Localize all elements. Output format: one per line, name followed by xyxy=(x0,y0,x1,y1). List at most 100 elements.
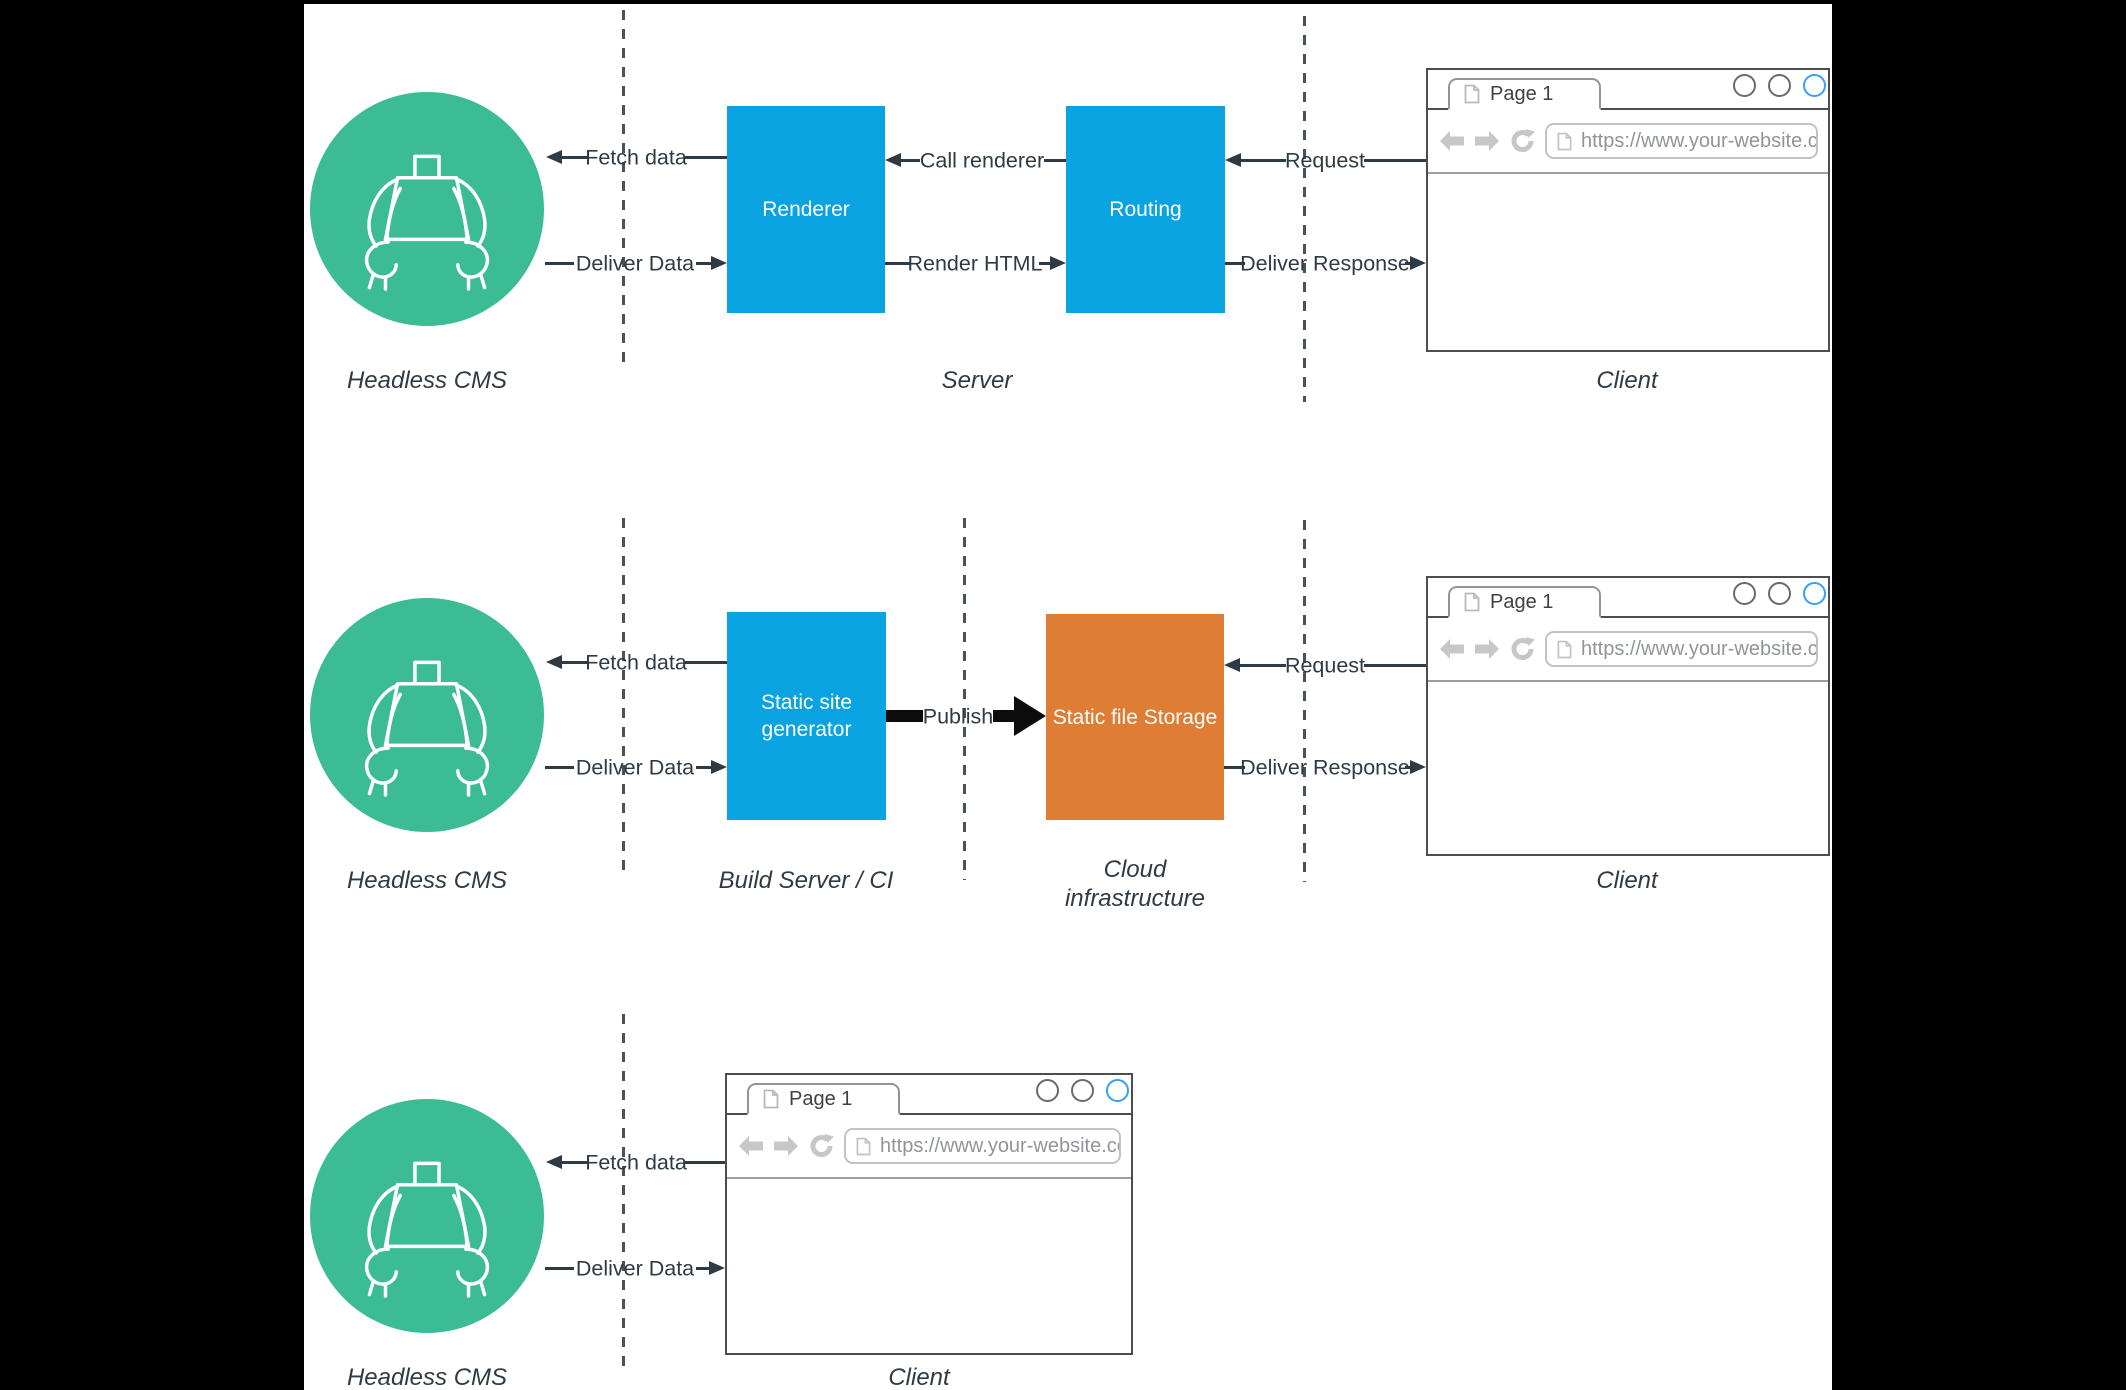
window-button-icon[interactable] xyxy=(1071,1079,1094,1102)
arrow-label: Deliver Data xyxy=(575,1256,695,1281)
caption-headless-cms: Headless CMS xyxy=(346,367,508,394)
tab-label: Page 1 xyxy=(1490,590,1554,613)
arrow-fetch-data-row1 xyxy=(546,150,727,164)
client-browser-row3: Page 1 https://www.your-website.com xyxy=(725,1073,1133,1355)
arrow-label: Fetch data xyxy=(585,650,687,675)
refresh-icon[interactable] xyxy=(1510,128,1536,154)
separator-row1-server-client xyxy=(1303,16,1306,402)
browser-tab[interactable]: Page 1 xyxy=(1448,586,1601,618)
arrow-label: Deliver Response xyxy=(1240,755,1410,780)
arrow-deliver-response-row1 xyxy=(1225,256,1426,270)
arrow-deliver-response-row2 xyxy=(1224,760,1426,774)
tab-label: Page 1 xyxy=(789,1087,853,1110)
client-browser-row2: Page 1 https://www.your-website.com xyxy=(1426,576,1830,856)
back-icon[interactable] xyxy=(737,1134,764,1158)
static-file-storage-box: Static file Storage xyxy=(1046,614,1224,820)
separator-row2-cloud-client xyxy=(1303,520,1306,882)
forward-icon[interactable] xyxy=(1474,129,1501,153)
arrow-call-renderer xyxy=(885,153,1066,167)
ssg-label-line1: Static site xyxy=(760,691,853,714)
window-buttons xyxy=(1036,1079,1129,1102)
page-icon xyxy=(763,1089,779,1109)
url-bar[interactable]: https://www.your-website.com xyxy=(1545,123,1818,159)
lego-torso-icon xyxy=(364,1161,490,1298)
window-button-icon[interactable] xyxy=(1733,582,1756,605)
arrow-label: Fetch data xyxy=(585,1150,687,1175)
storage-label: Static file Storage xyxy=(1052,705,1218,729)
window-button-blue-icon[interactable] xyxy=(1803,74,1826,97)
window-button-icon[interactable] xyxy=(1733,74,1756,97)
browser-tab-bar: Page 1 xyxy=(1428,70,1828,110)
window-button-blue-icon[interactable] xyxy=(1106,1079,1129,1102)
back-icon[interactable] xyxy=(1438,637,1465,661)
routing-label: Routing xyxy=(1109,198,1182,221)
page-icon xyxy=(1557,640,1572,658)
forward-icon[interactable] xyxy=(773,1134,800,1158)
headless-cms-node xyxy=(310,92,544,326)
ssg-label-line2: generator xyxy=(761,718,852,741)
forward-icon[interactable] xyxy=(1474,637,1501,661)
arrow-label: Fetch data xyxy=(585,145,687,170)
arrow-label: Deliver Response xyxy=(1240,251,1410,276)
arrow-request-row2 xyxy=(1224,658,1426,672)
browser-tab[interactable]: Page 1 xyxy=(1448,78,1601,110)
url-bar[interactable]: https://www.your-website.com xyxy=(844,1128,1121,1164)
caption-client: Client xyxy=(1596,867,1658,894)
arrow-request-row1 xyxy=(1225,153,1426,167)
arrow-publish xyxy=(886,696,1046,736)
browser-content xyxy=(1428,174,1828,350)
browser-tab-bar: Page 1 xyxy=(727,1075,1131,1115)
refresh-icon[interactable] xyxy=(809,1133,835,1159)
lego-torso-icon xyxy=(364,660,490,797)
arrow-deliver-data-row2 xyxy=(545,760,727,774)
window-button-icon[interactable] xyxy=(1768,582,1791,605)
window-button-icon[interactable] xyxy=(1768,74,1791,97)
url-text: https://www.your-website.com xyxy=(1581,637,1818,660)
url-text: https://www.your-website.com xyxy=(880,1134,1121,1157)
renderer-label: Renderer xyxy=(762,198,850,221)
caption-headless-cms: Headless CMS xyxy=(346,867,508,894)
arrow-label: Request xyxy=(1284,653,1366,678)
arrow-label: Deliver Data xyxy=(575,755,695,780)
arrow-label: Publish xyxy=(922,704,994,729)
caption-server: Server xyxy=(941,367,1013,394)
static-site-generator-box: Static site generator xyxy=(727,612,886,820)
browser-content xyxy=(727,1179,1131,1353)
page-icon xyxy=(856,1137,871,1155)
arrow-label: Call renderer xyxy=(919,148,1045,173)
publish-arrowhead-icon xyxy=(1014,696,1046,736)
window-button-icon[interactable] xyxy=(1036,1079,1059,1102)
page-icon xyxy=(1557,132,1572,150)
url-text: https://www.your-website.com xyxy=(1581,129,1818,152)
caption-cloud-infrastructure: Cloud infrastructure xyxy=(1064,856,1206,912)
browser-tab[interactable]: Page 1 xyxy=(747,1083,900,1115)
refresh-icon[interactable] xyxy=(1510,636,1536,662)
arrow-deliver-data-row1 xyxy=(545,256,727,270)
page-icon xyxy=(1464,592,1480,612)
caption-client: Client xyxy=(888,1364,950,1390)
back-icon[interactable] xyxy=(1438,129,1465,153)
routing-box: Routing xyxy=(1066,106,1225,313)
window-button-blue-icon[interactable] xyxy=(1803,582,1826,605)
arrow-render-html xyxy=(885,256,1066,270)
url-bar[interactable]: https://www.your-website.com xyxy=(1545,631,1818,667)
tab-label: Page 1 xyxy=(1490,82,1554,105)
caption-headless-cms: Headless CMS xyxy=(346,1364,508,1390)
headless-cms-node xyxy=(310,598,544,832)
separator-row2-cms-build xyxy=(622,518,625,873)
browser-content xyxy=(1428,682,1828,854)
browser-nav-bar: https://www.your-website.com xyxy=(1428,618,1828,682)
arrow-deliver-data-row3 xyxy=(545,1261,725,1275)
headless-cms-node xyxy=(310,1099,544,1333)
arrow-fetch-data-row2 xyxy=(546,655,727,669)
separator-row1-cms-server xyxy=(622,10,625,366)
renderer-box: Renderer xyxy=(727,106,885,313)
lego-torso-icon xyxy=(364,154,490,291)
browser-tab-bar: Page 1 xyxy=(1428,578,1828,618)
arrow-label: Deliver Data xyxy=(575,251,695,276)
caption-client: Client xyxy=(1596,367,1658,394)
client-browser-row1: Page 1 https://www.your-website.com xyxy=(1426,68,1830,352)
window-buttons xyxy=(1733,582,1826,605)
browser-nav-bar: https://www.your-website.com xyxy=(1428,110,1828,174)
